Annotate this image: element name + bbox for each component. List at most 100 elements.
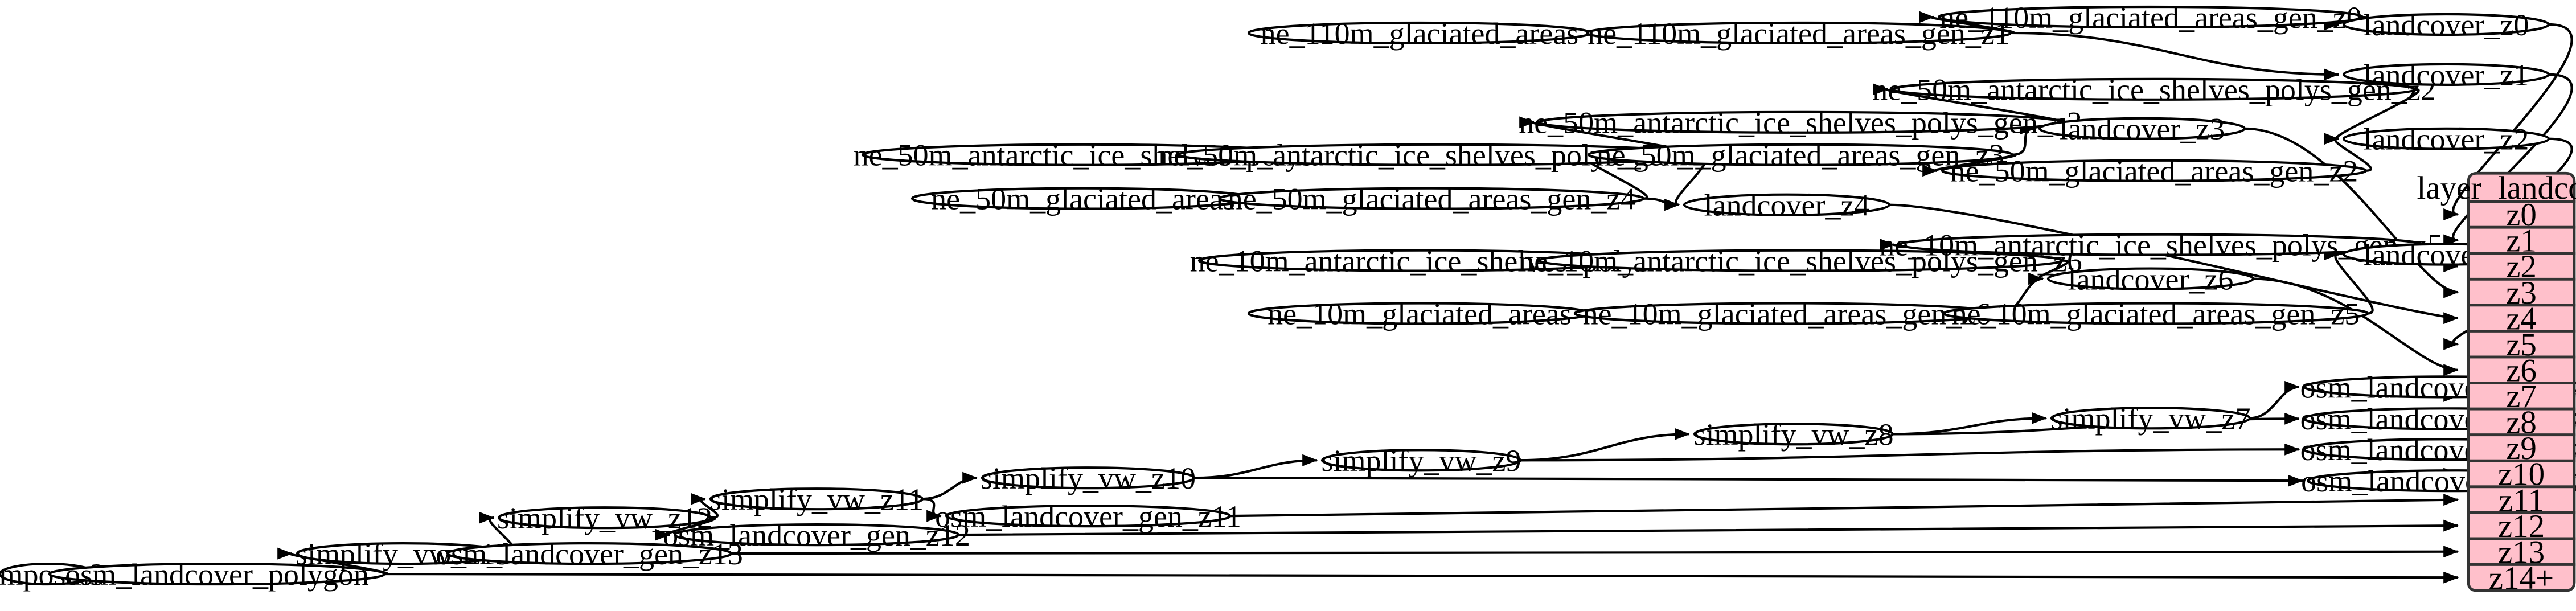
graph-node-simplify_vw_z10[interactable]: simplify_vw_z10 [981,461,1196,495]
node-label: simplify_vw_z8 [1694,417,1894,452]
node-ellipse [2050,407,2251,430]
graph-edge-to-layer-z1 [2443,73,2573,247]
node-ellipse [1218,187,1645,210]
graph-edge [2324,133,2372,172]
node-label: ne_50m_glaciated_areas_gen_z4 [1228,182,1636,216]
node-label: ne_50m_antarctic_ice_shelves_polys_gen_z… [1872,73,2436,107]
graph-node-landcover_z1[interactable]: landcover_z1 [2342,58,2550,92]
node-label: ne_110m_glaciated_areas [1261,17,1579,51]
graph-edge [1193,454,1318,479]
node-ellipse [945,505,1232,528]
graph-node-simplify_vw_z11[interactable]: simplify_vw_z11 [709,482,924,516]
graph-node-osm_landcover_gen_z13[interactable]: osm_landcover_gen_z13 [436,537,743,571]
node-ellipse [709,487,924,511]
node-label: simplify_vw_z9 [1322,444,1521,478]
graph-node-landcover_z6[interactable]: landcover_z6 [2046,262,2255,296]
layer-table-row-z14+[interactable]: z14+ [2467,560,2576,596]
node-ellipse [2342,127,2550,150]
node-label: landcover_z4 [1704,188,1870,223]
node-ellipse [48,562,386,586]
node-ellipse [2046,267,2255,290]
graph-node-ne_50m_glaciated_areas_gen_z4[interactable]: ne_50m_glaciated_areas_gen_z4 [1218,182,1645,216]
graph-edge [691,493,719,519]
graph-edge [1193,474,2304,487]
graph-edge [1892,412,2048,436]
graph-node-ne_110m_glaciated_areas[interactable]: ne_110m_glaciated_areas [1247,17,1592,51]
node-label: ne_10m_glaciated_areas [1268,297,1572,331]
graph-node-ne_10m_glaciated_areas_gen_z5[interactable]: ne_10m_glaciated_areas_gen_z5 [1942,297,2369,331]
graph-node-osm_landcover_gen_z12[interactable]: osm_landcover_gen_z12 [663,518,970,552]
graph-node-simplify_vw_z12[interactable]: simplify_vw_z12 [497,501,712,535]
graph-edge-to-layer-z6 [2253,277,2459,376]
graph-node-ne_110m_glaciated_areas_gen_z0[interactable]: ne_110m_glaciated_areas_gen_z0 [1937,1,2364,35]
graph-node-landcover_z4[interactable]: landcover_z4 [1683,188,1891,223]
graph-edge [1520,428,1691,462]
node-label: landcover_z0 [2364,8,2529,42]
node-ellipse [446,542,733,565]
node-ellipse [1320,449,1522,472]
node-ellipse [2038,117,2246,140]
node-label: landcover_z2 [2364,122,2529,157]
graph-node-landcover_z0[interactable]: landcover_z0 [2342,8,2550,42]
graph-node-osm_landcover_polygon[interactable]: osm_landcover_polygon [48,557,386,592]
layer-table-row-z2[interactable]: z2 [2467,249,2576,285]
node-ellipse [1693,423,1894,446]
node-label: ne_50m_glaciated_areas [931,182,1235,216]
graph-node-simplify_vw_z8[interactable]: simplify_vw_z8 [1693,417,1894,452]
node-label: ne_10m_glaciated_areas_gen_z6 [1583,297,1991,331]
node-label: ne_50m_antarctic_ice_shelves_polys_gen_z… [1519,106,2082,140]
node-label: osm_landcover_polygon [65,557,369,592]
graph-node-ne_10m_glaciated_areas_gen_z6[interactable]: ne_10m_glaciated_areas_gen_z6 [1573,297,2000,331]
node-label: osm_landcover_gen_z11 [935,499,1241,534]
node-ellipse [673,523,960,547]
graph-edge-to-layer-z14+ [384,571,2459,584]
graph-node-ne_50m_antarctic_ice_shelves_polys_gen_z2[interactable]: ne_50m_antarctic_ice_shelves_polys_gen_z… [1872,73,2436,107]
node-label: landcover_z6 [2068,262,2234,296]
graph-edge [2010,31,2340,81]
node-ellipse [1937,5,2364,29]
graph-edge [1520,443,2300,462]
graph-edge [2324,248,2374,315]
node-ellipse [1683,193,1891,216]
node-ellipse [981,466,1196,490]
node-label: simplify_vw_z10 [981,461,1196,495]
layer-landcover-table: layer_landcoverz0z1z2z3z4z5z6z7z8z9z10z1… [2417,170,2576,596]
node-label: osm_landcover_gen_z13 [436,537,743,571]
node-ellipse [1891,77,2417,101]
graph-node-simplify_vw_z7[interactable]: simplify_vw_z7 [2050,401,2251,436]
layer-table-row-label: z14+ [2489,560,2554,596]
node-label: simplify_vw_z12 [497,501,712,535]
graph-edge-to-layer-z4 [1889,203,2459,325]
node-ellipse [1587,143,2014,166]
graph-node-ne_10m_antarctic_ice_shelves_polys_gen_z6[interactable]: ne_10m_antarctic_ice_shelves_polys_gen_z… [1519,244,2082,278]
node-ellipse [1537,249,2064,272]
graph-edge-to-layer-z0 [2443,23,2573,220]
graph-edge [2249,380,2300,420]
node-ellipse [2342,13,2550,36]
node-label: simplify_vw_z7 [2051,401,2251,436]
graph-edge-to-layer-z12 [958,519,2459,536]
node-label: ne_110m_glaciated_areas_gen_z0 [1939,1,2362,35]
node-ellipse [1585,21,2012,45]
graph-node-ne_50m_glaciated_areas_gen_z3[interactable]: ne_50m_glaciated_areas_gen_z3 [1587,138,2014,173]
graph-node-ne_110m_glaciated_areas_gen_z1[interactable]: ne_110m_glaciated_areas_gen_z1 [1585,17,2012,51]
node-ellipse [1942,302,2369,325]
graph-edge [2012,122,2036,156]
graph-node-ne_10m_glaciated_areas[interactable]: ne_10m_glaciated_areas [1247,297,1592,331]
graph-node-ne_50m_antarctic_ice_shelves_polys_gen_z3[interactable]: ne_50m_antarctic_ice_shelves_polys_gen_z… [1519,106,2082,140]
node-label: ne_10m_glaciated_areas_gen_z5 [1952,297,2360,331]
graph-edge [1643,197,1680,211]
graph-node-simplify_vw_z9[interactable]: simplify_vw_z9 [1320,444,1522,478]
node-label: ne_110m_glaciated_areas_gen_z1 [1588,17,2010,51]
node-label: ne_50m_glaciated_areas_gen_z2 [1950,154,2358,188]
node-label: simplify_vw_z11 [709,482,924,516]
graph-node-landcover_z3[interactable]: landcover_z3 [2038,112,2246,146]
graph-node-osm_landcover_gen_z11[interactable]: osm_landcover_gen_z11 [935,499,1241,534]
graph-node-landcover_z2[interactable]: landcover_z2 [2342,122,2550,157]
graph-node-ne_50m_glaciated_areas_gen_z2[interactable]: ne_50m_glaciated_areas_gen_z2 [1941,154,2368,188]
node-label: osm_landcover_gen_z12 [663,518,970,552]
graph-node-ne_50m_glaciated_areas[interactable]: ne_50m_glaciated_areas [910,182,1256,216]
graph-node-ne_10m_antarctic_ice_shelves_polys[interactable]: ne_10m_antarctic_ice_shelves_polys [1190,244,1650,278]
